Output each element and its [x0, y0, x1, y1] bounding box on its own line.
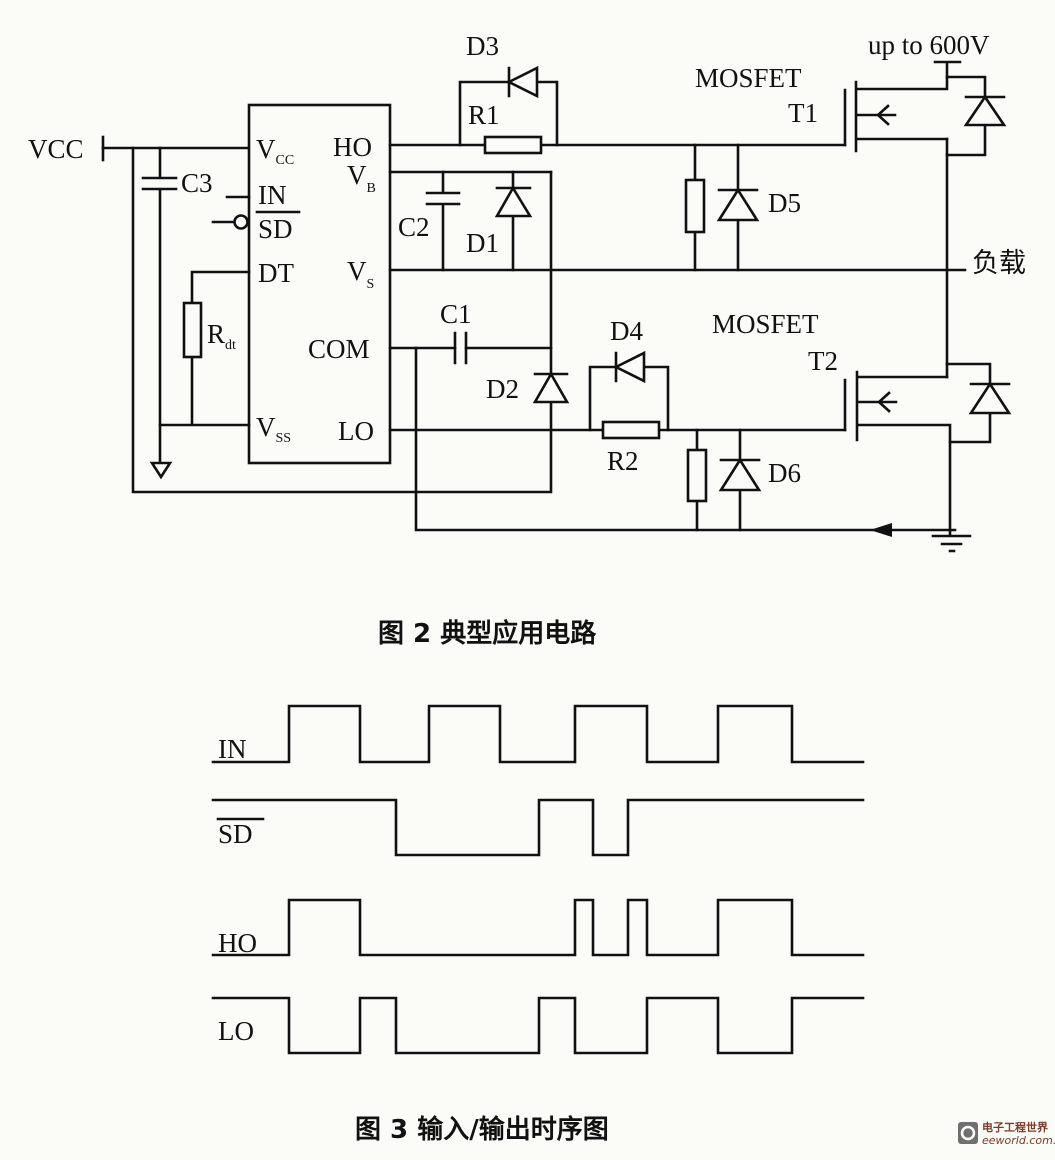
t1-label: T1	[788, 98, 818, 128]
d2-label: D2	[486, 374, 519, 404]
c3-label: C3	[181, 168, 213, 198]
pin-sd: SD	[258, 214, 293, 244]
capacitor-c1: C1	[440, 299, 472, 365]
vcc-supply-label: VCC	[28, 134, 84, 164]
d5-label: D5	[768, 188, 801, 218]
sd-inversion-bubble	[233, 214, 249, 230]
d6-label: D6	[768, 458, 801, 488]
r1-label: R1	[468, 100, 500, 130]
waveform-in	[211, 704, 865, 764]
earth-ground-icon	[931, 528, 972, 553]
t2-label: T2	[808, 346, 838, 376]
vcc-bootstrap-wire	[131, 146, 553, 494]
pin-ho: HO	[333, 132, 372, 162]
c2-label: C2	[398, 212, 430, 242]
svg-text:电子工程世界: 电子工程世界	[982, 1120, 1048, 1134]
pin-vcc: VCC	[256, 134, 294, 168]
d3-label: D3	[466, 31, 499, 61]
diode-d1: D1	[466, 170, 533, 272]
return-wire	[414, 346, 957, 532]
pin-lo: LO	[338, 416, 374, 446]
eeworld-watermark: 电子工程世界 eeworld.com.cn	[958, 1120, 1055, 1147]
d1-label: D1	[466, 228, 499, 258]
pin-vs: VS	[347, 256, 374, 292]
svg-text:eeworld.com.cn: eeworld.com.cn	[982, 1134, 1055, 1147]
mosfet-t2: MOSFET T2	[712, 309, 1012, 532]
pin-vb: VB	[347, 160, 376, 196]
figure2-caption: 图 2 典型应用电路	[378, 618, 597, 649]
d4-label: D4	[610, 316, 643, 346]
circuit-diagram: VCC C3 VCC IN SD DT VSS HO VB VS COM LO …	[28, 30, 1026, 553]
pin-in: IN	[258, 180, 287, 210]
t1-type-label: MOSFET	[695, 63, 802, 93]
load-label: 负载	[972, 248, 1026, 278]
resistor-r2: R2	[601, 420, 661, 476]
pin-vss: VSS	[256, 412, 291, 446]
c1-label: C1	[440, 299, 472, 329]
diode-d4: D4	[588, 316, 670, 432]
waveform-ho	[211, 898, 865, 957]
diode-d5: D5	[716, 143, 801, 272]
resistor-r1: R1	[468, 100, 543, 155]
mosfet-t1: MOSFET T1	[695, 60, 1007, 157]
pin-dt: DT	[258, 258, 294, 288]
diode-d6: D6	[718, 428, 801, 532]
diode-d2: D2	[486, 371, 570, 404]
signal-label-ho: HO	[218, 928, 257, 958]
signal-label-lo: LO	[218, 1016, 254, 1046]
capacitor-c2: C2	[398, 170, 461, 272]
high-voltage-label: up to 600V	[868, 30, 990, 60]
waveform-sd	[211, 798, 865, 857]
timing-diagram: IN SD HO LO	[211, 704, 865, 1055]
diode-d3: D3	[458, 31, 559, 147]
driver-ic	[247, 103, 392, 465]
resistor-rdt: Rdt	[158, 270, 251, 427]
gate-resistor-t1	[684, 143, 706, 272]
waveform-lo	[211, 996, 865, 1055]
pin-com: COM	[308, 334, 370, 364]
figure3-caption: 图 3 输入/输出时序图	[355, 1114, 609, 1145]
r2-label: R2	[607, 446, 639, 476]
rdt-label: Rdt	[207, 319, 236, 353]
current-arrow-icon	[870, 523, 892, 537]
gate-resistor-t2	[686, 428, 708, 532]
signal-label-sd: SD	[218, 819, 253, 849]
ground-icon	[149, 461, 173, 480]
signal-label-in: IN	[218, 734, 247, 764]
t2-type-label: MOSFET	[712, 309, 819, 339]
capacitor-c3: C3	[141, 146, 213, 464]
